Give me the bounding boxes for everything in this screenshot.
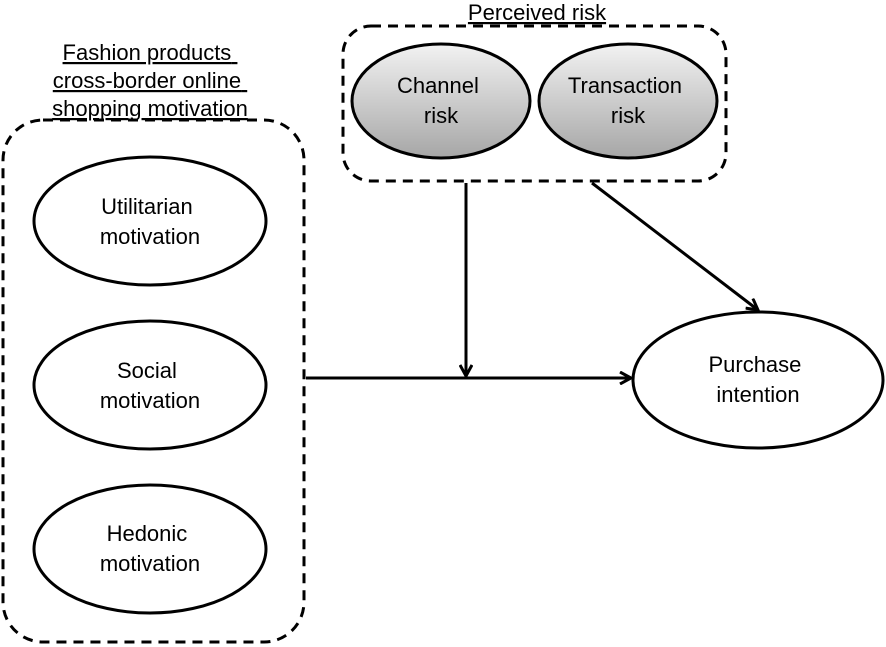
utilitarian-motivation-label: Utilitarian motivation [100,194,200,249]
transaction-risk-node: Transaction risk [537,42,719,160]
perceived-risk-group: Perceived risk [341,0,728,183]
perceived-risk-title: Perceived risk [468,0,607,25]
purchase-intention-label: Purchase intention [708,352,807,407]
motivation-group-border [1,118,306,644]
transaction-risk-label: Transaction risk [568,73,688,128]
channel-risk-label: Channel risk [397,73,485,128]
hedonic-label-line-1: Hedonic [107,521,188,546]
hedonic-label-line-2: motivation [100,551,200,576]
transaction-risk-ellipse [537,42,719,160]
purchase-intention-line-1: Purchase [708,352,801,377]
social-motivation-ellipse [32,319,268,451]
transaction-risk-line-1: Transaction [568,73,682,98]
motivation-group-title: Fashion products cross-border online sho… [52,40,248,121]
utilitarian-label-line-1: Utilitarian [101,194,193,219]
purchase-intention-node: Purchase intention [631,310,885,450]
motivation-title-line-1: Fashion products [63,40,232,65]
utilitarian-label-line-2: motivation [100,224,200,249]
hedonic-motivation-node: Hedonic motivation [32,483,268,615]
purchase-intention-ellipse [631,310,885,450]
risk-to-intention-arrow [591,181,758,310]
social-motivation-label: Social motivation [100,358,200,413]
purchase-intention-line-2: intention [716,382,799,407]
motivation-title-line-2: cross-border online [53,68,241,93]
utilitarian-motivation-node: Utilitarian motivation [32,155,268,287]
hedonic-motivation-label: Hedonic motivation [100,521,200,576]
social-label-line-2: motivation [100,388,200,413]
motivation-title-line-3: shopping motivation [52,96,248,121]
motivation-group: Fashion products cross-border online sho… [1,40,306,644]
utilitarian-motivation-ellipse [32,155,268,287]
transaction-risk-line-2: risk [611,103,646,128]
channel-risk-line-2: risk [424,103,459,128]
hedonic-motivation-ellipse [32,483,268,615]
social-label-line-1: Social [117,358,177,383]
channel-risk-ellipse [350,42,532,160]
channel-risk-node: Channel risk [350,42,532,160]
social-motivation-node: Social motivation [32,319,268,451]
channel-risk-line-1: Channel [397,73,479,98]
